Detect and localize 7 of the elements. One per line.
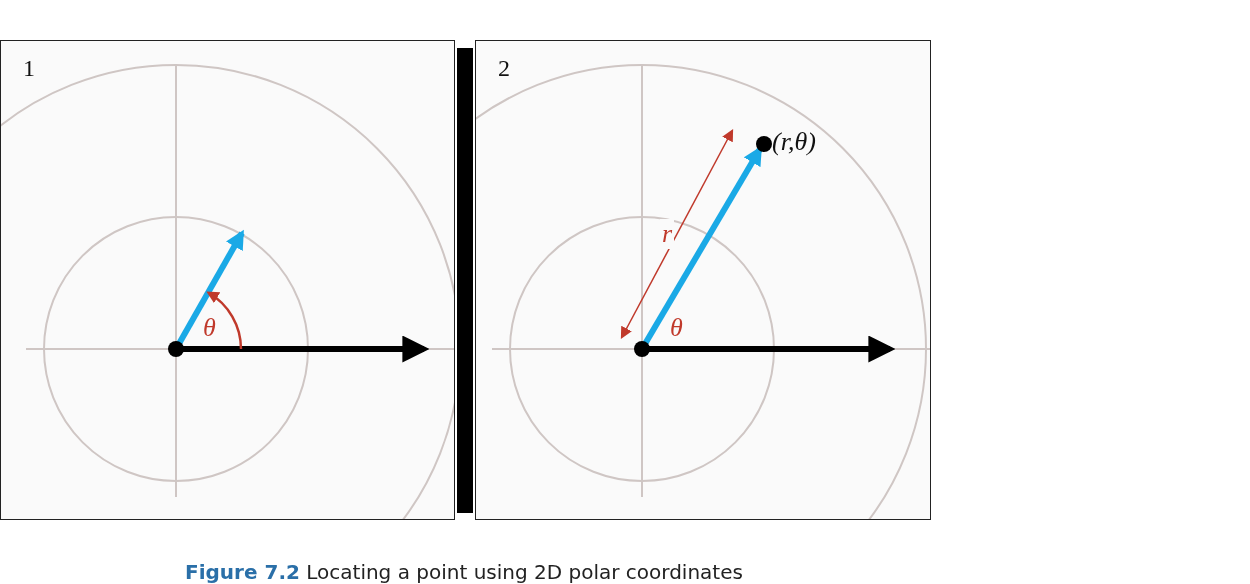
angle-label: θ xyxy=(203,313,216,343)
angle-label: θ xyxy=(670,313,683,343)
length-label: r xyxy=(660,219,675,249)
point-label: (r,θ) xyxy=(772,127,816,157)
panel-number: 1 xyxy=(23,55,35,82)
figure-caption: Figure 7.2 Locating a point using 2D polar coordinates xyxy=(185,560,743,584)
panel-number: 2 xyxy=(498,55,510,82)
